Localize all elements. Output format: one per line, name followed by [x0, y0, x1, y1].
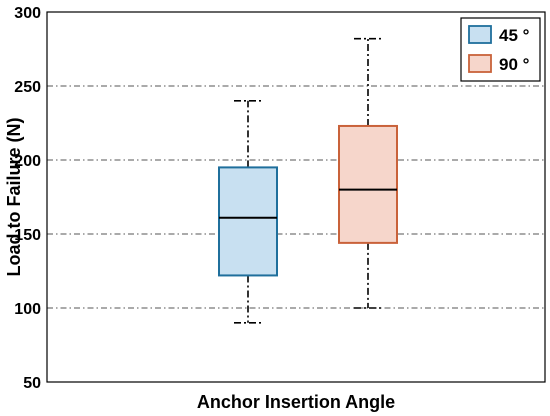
y-tick-label: 100: [14, 301, 41, 318]
gridlines: [47, 85, 545, 309]
y-tick-labels: 50 100 150 200 250 300: [14, 5, 41, 392]
y-tick-label: 150: [14, 227, 41, 244]
box-45: [218, 100, 278, 324]
x-axis-label: Anchor Insertion Angle: [197, 392, 395, 412]
legend-label: 90 °: [499, 55, 530, 74]
legend-label: 45 °: [499, 26, 530, 45]
iqr-box: [218, 166, 278, 277]
y-tick-label: 250: [14, 79, 41, 96]
plot-frame: [46, 11, 546, 383]
legend-swatch: [468, 54, 492, 73]
iqr-box: [338, 124, 398, 244]
y-tick-label: 300: [14, 5, 41, 22]
y-tick-label: 200: [14, 153, 41, 170]
y-tick-label: 50: [23, 375, 41, 392]
box-90: [338, 37, 398, 309]
box-series: [218, 37, 398, 324]
y-axis-label: Load to Failure (N): [4, 118, 24, 277]
legend-swatch: [468, 25, 492, 44]
legend: 45 ° 90 °: [460, 17, 541, 82]
